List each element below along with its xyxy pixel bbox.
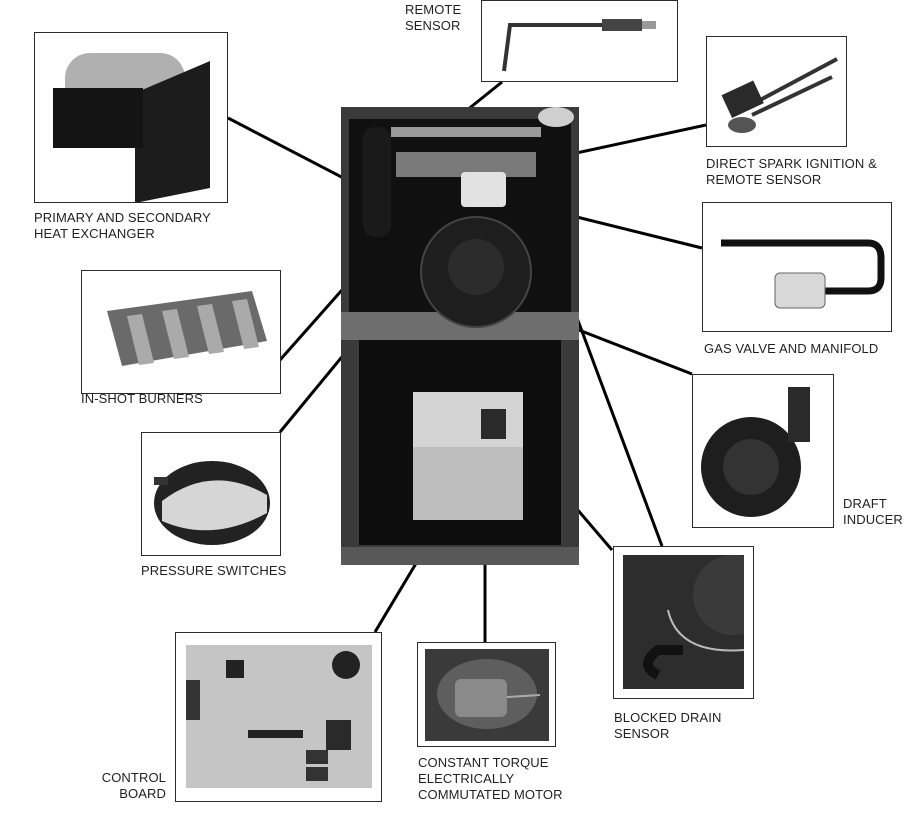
label-gas-valve: GAS VALVE AND MANIFOLD	[704, 341, 879, 356]
label-pressure-switches: PRESSURE SWITCHES	[141, 563, 287, 578]
direct-spark-illustration	[721, 57, 838, 133]
blocked-drain-panel	[613, 546, 754, 699]
label-draft-inducer: DRAFT INDUCER	[843, 496, 903, 527]
in-shot-burners-illustration	[107, 291, 267, 366]
heat-exchanger-illustration	[53, 53, 210, 202]
remote-sensor-illustration	[502, 19, 656, 72]
ecm-motor-photo	[425, 649, 549, 741]
pressure-switches-panel	[141, 432, 281, 556]
control-board-panel	[175, 632, 382, 802]
blocked-drain-photo	[623, 555, 753, 689]
label-remote-sensor: REMOTE SENSOR	[405, 2, 462, 33]
label-control-board: CONTROL BOARD	[101, 770, 166, 801]
direct-spark-panel	[706, 36, 847, 147]
ecm-motor-panel	[417, 642, 556, 747]
draft-inducer-panel	[692, 374, 834, 528]
heat-exchanger-panel	[34, 32, 228, 203]
label-heat-exchanger: PRIMARY AND SECONDARY HEAT EXCHANGER	[34, 210, 211, 241]
remote-sensor-panel	[481, 0, 678, 82]
label-blocked-drain: BLOCKED DRAIN SENSOR	[614, 710, 722, 741]
label-direct-spark: DIRECT SPARK IGNITION & REMOTE SENSOR	[706, 156, 877, 187]
in-shot-burners-panel	[81, 270, 281, 394]
gas-valve-illustration	[721, 239, 885, 309]
label-in-shot-burners: IN-SHOT BURNERS	[81, 391, 203, 406]
draft-inducer-illustration	[701, 387, 810, 517]
furnace-illustration	[341, 107, 579, 565]
label-ecm-motor: CONSTANT TORQUE ELECTRICALLY COMMUTATED …	[418, 755, 563, 802]
furnace-cabinet	[341, 107, 579, 565]
pressure-switches-illustration	[154, 461, 270, 545]
gas-valve-panel	[702, 202, 892, 332]
control-board-photo	[186, 645, 372, 788]
